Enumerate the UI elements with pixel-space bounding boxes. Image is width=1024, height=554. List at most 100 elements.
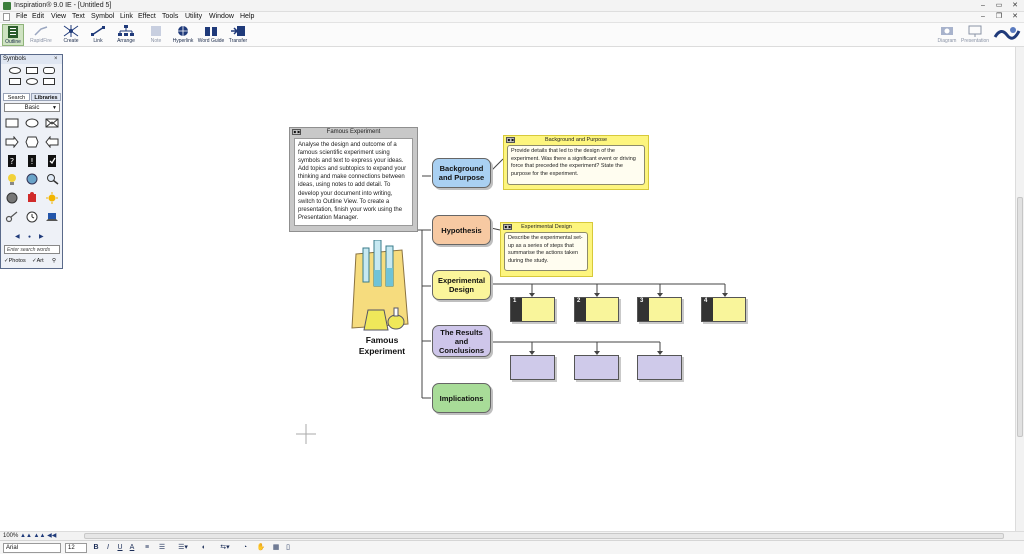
link-style-icon[interactable]: ⇆▾ <box>220 544 230 551</box>
symbol-exclamation[interactable]: ! <box>25 155 39 167</box>
doc-restore-button[interactable]: ❐ <box>995 13 1003 20</box>
menu-file[interactable]: File <box>16 13 28 20</box>
photos-checkbox[interactable]: ✓Photos <box>4 258 26 264</box>
shadow-icon[interactable]: ◔ <box>242 544 248 551</box>
shape-box[interactable] <box>43 78 55 85</box>
note-controls-icon[interactable]: ▣▣ <box>503 224 512 230</box>
globe-network-icon[interactable] <box>25 173 39 185</box>
horizontal-scroll-thumb[interactable] <box>84 533 1004 539</box>
topic-results-conclusions[interactable]: The Results and Conclusions <box>432 325 491 357</box>
doc-close-button[interactable]: ✕ <box>1012 13 1018 20</box>
design-step-2[interactable]: 2 <box>574 297 619 322</box>
font-select[interactable]: Arial <box>3 543 61 553</box>
topic-implications[interactable]: Implications <box>432 383 491 413</box>
triangle-right-icon[interactable]: ▶ <box>39 234 44 240</box>
menu-view[interactable]: View <box>51 13 67 20</box>
menu-window[interactable]: Window <box>209 13 234 20</box>
word-guide-tool-button[interactable]: Word Guide <box>197 24 225 46</box>
rapidfire-tool-button[interactable]: RapidFire <box>28 24 54 46</box>
result-subtopic-3[interactable] <box>637 355 682 380</box>
note-controls-icon[interactable]: ▣▣ <box>292 129 301 135</box>
page-icon[interactable]: ▯ <box>286 544 290 551</box>
key-icon[interactable] <box>5 211 19 223</box>
arrange-tool-button[interactable]: Arrange <box>112 24 140 46</box>
laptop-icon[interactable] <box>45 211 59 223</box>
bold-button[interactable]: B <box>93 544 99 551</box>
design-step-3[interactable]: 3 <box>637 297 682 322</box>
topic-background-purpose[interactable]: Background and Purpose <box>432 158 491 188</box>
design-step-1[interactable]: 1 <box>510 297 555 322</box>
result-subtopic-2[interactable] <box>574 355 619 380</box>
shape-rounded-rect[interactable] <box>43 67 55 74</box>
create-tool-button[interactable]: Create <box>59 24 83 46</box>
topic-experimental-design[interactable]: Experimental Design <box>432 270 491 300</box>
hyperlink-tool-button[interactable]: Hyperlink <box>171 24 195 46</box>
symbol-arrow-right[interactable] <box>5 136 19 148</box>
menu-help[interactable]: Help <box>240 13 255 20</box>
outline-tool-button[interactable]: Outline <box>2 24 24 46</box>
link-tool-button[interactable]: Link <box>87 24 109 46</box>
shape-rectangle[interactable] <box>26 67 38 74</box>
menu-edit[interactable]: Edit <box>32 13 45 20</box>
vertical-scroll-thumb[interactable] <box>1017 197 1023 437</box>
magnifier-icon[interactable] <box>45 173 59 185</box>
menu-link[interactable]: Link <box>120 13 133 20</box>
symbol-hexagon[interactable] <box>25 136 39 148</box>
maximize-button[interactable]: ▭ <box>995 2 1003 9</box>
symbol-question[interactable]: ? <box>5 155 19 167</box>
background-note[interactable]: ▣▣ Background and Purpose Provide detail… <box>503 135 649 190</box>
text-color-button[interactable]: A <box>129 544 135 551</box>
design-step-4[interactable]: 4 <box>701 297 746 322</box>
zoom-controls[interactable]: ▲▲ ▲▲ ◀◀ <box>20 533 57 539</box>
main-note-body[interactable]: Analyse the design and outcome of a famo… <box>294 138 413 226</box>
triangle-left-icon[interactable]: ◀ <box>15 234 20 240</box>
design-note[interactable]: ▣▣ Experimental Design Describe the expe… <box>500 222 593 277</box>
symbol-oval[interactable] <box>25 117 39 129</box>
background-note-body[interactable]: Provide details that led to the design o… <box>507 145 645 185</box>
sun-icon[interactable] <box>45 192 59 204</box>
doc-minimize-button[interactable]: – <box>981 13 985 20</box>
clock-icon[interactable] <box>25 211 39 223</box>
symbols-panel-close-icon[interactable]: × <box>54 56 58 62</box>
lightbulb-icon[interactable] <box>5 173 19 185</box>
shape-oval[interactable] <box>9 67 21 74</box>
transfer-tool-button[interactable]: Transfer <box>227 24 249 46</box>
topic-hypothesis[interactable]: Hypothesis <box>432 215 491 245</box>
menu-effect[interactable]: Effect <box>138 13 156 20</box>
symbol-search-input[interactable]: Enter search words <box>4 245 60 254</box>
menu-tools[interactable]: Tools <box>162 13 179 20</box>
symbol-checkmark[interactable] <box>45 155 59 167</box>
note-controls-icon[interactable]: ▣▣ <box>506 137 515 143</box>
puzzle-icon[interactable] <box>25 192 39 204</box>
italic-button[interactable]: I <box>107 544 109 551</box>
vertical-scrollbar[interactable] <box>1015 47 1024 531</box>
note-tool-button[interactable]: Note <box>146 24 166 46</box>
main-idea-note[interactable]: ▣▣ Famous Experiment Analyse the design … <box>289 127 418 232</box>
menu-text[interactable]: Text <box>72 13 85 20</box>
line-spacing-icon[interactable]: ☰ <box>158 544 166 551</box>
tab-search[interactable]: Search <box>3 93 30 101</box>
line-style-icon[interactable]: ☰▾ <box>178 544 188 551</box>
search-icon[interactable]: ⚲ <box>52 258 57 264</box>
globe-icon[interactable] <box>5 192 19 204</box>
shape-ellipse[interactable] <box>26 78 38 85</box>
main-idea-label[interactable]: Famous Experiment <box>358 335 406 356</box>
design-note-body[interactable]: Describe the experimental set-up as a se… <box>504 232 588 271</box>
menu-utility[interactable]: Utility <box>185 13 203 20</box>
library-select[interactable]: Basic ▼ <box>4 103 60 112</box>
grid-icon[interactable]: ▦ <box>272 544 280 551</box>
align-left-icon[interactable]: ≡ <box>144 544 150 551</box>
presentation-view-button[interactable]: Presentation <box>961 24 989 46</box>
close-button[interactable]: ✕ <box>1012 2 1018 9</box>
hand-tool-icon[interactable]: ✋ <box>256 544 266 551</box>
result-subtopic-1[interactable] <box>510 355 555 380</box>
fill-color-icon[interactable]: ◐ <box>201 544 207 551</box>
horizontal-scrollbar[interactable]: 100% ▲▲ ▲▲ ◀◀ <box>0 531 1024 540</box>
symbol-rectangle[interactable] <box>5 117 19 129</box>
science-flask-symbol[interactable] <box>350 240 412 332</box>
symbol-envelope[interactable] <box>45 117 59 129</box>
tab-libraries[interactable]: Libraries <box>31 93 61 101</box>
zoom-level[interactable]: 100% <box>3 533 19 539</box>
menu-symbol[interactable]: Symbol <box>91 13 115 20</box>
art-checkbox[interactable]: ✓Art <box>32 258 44 264</box>
